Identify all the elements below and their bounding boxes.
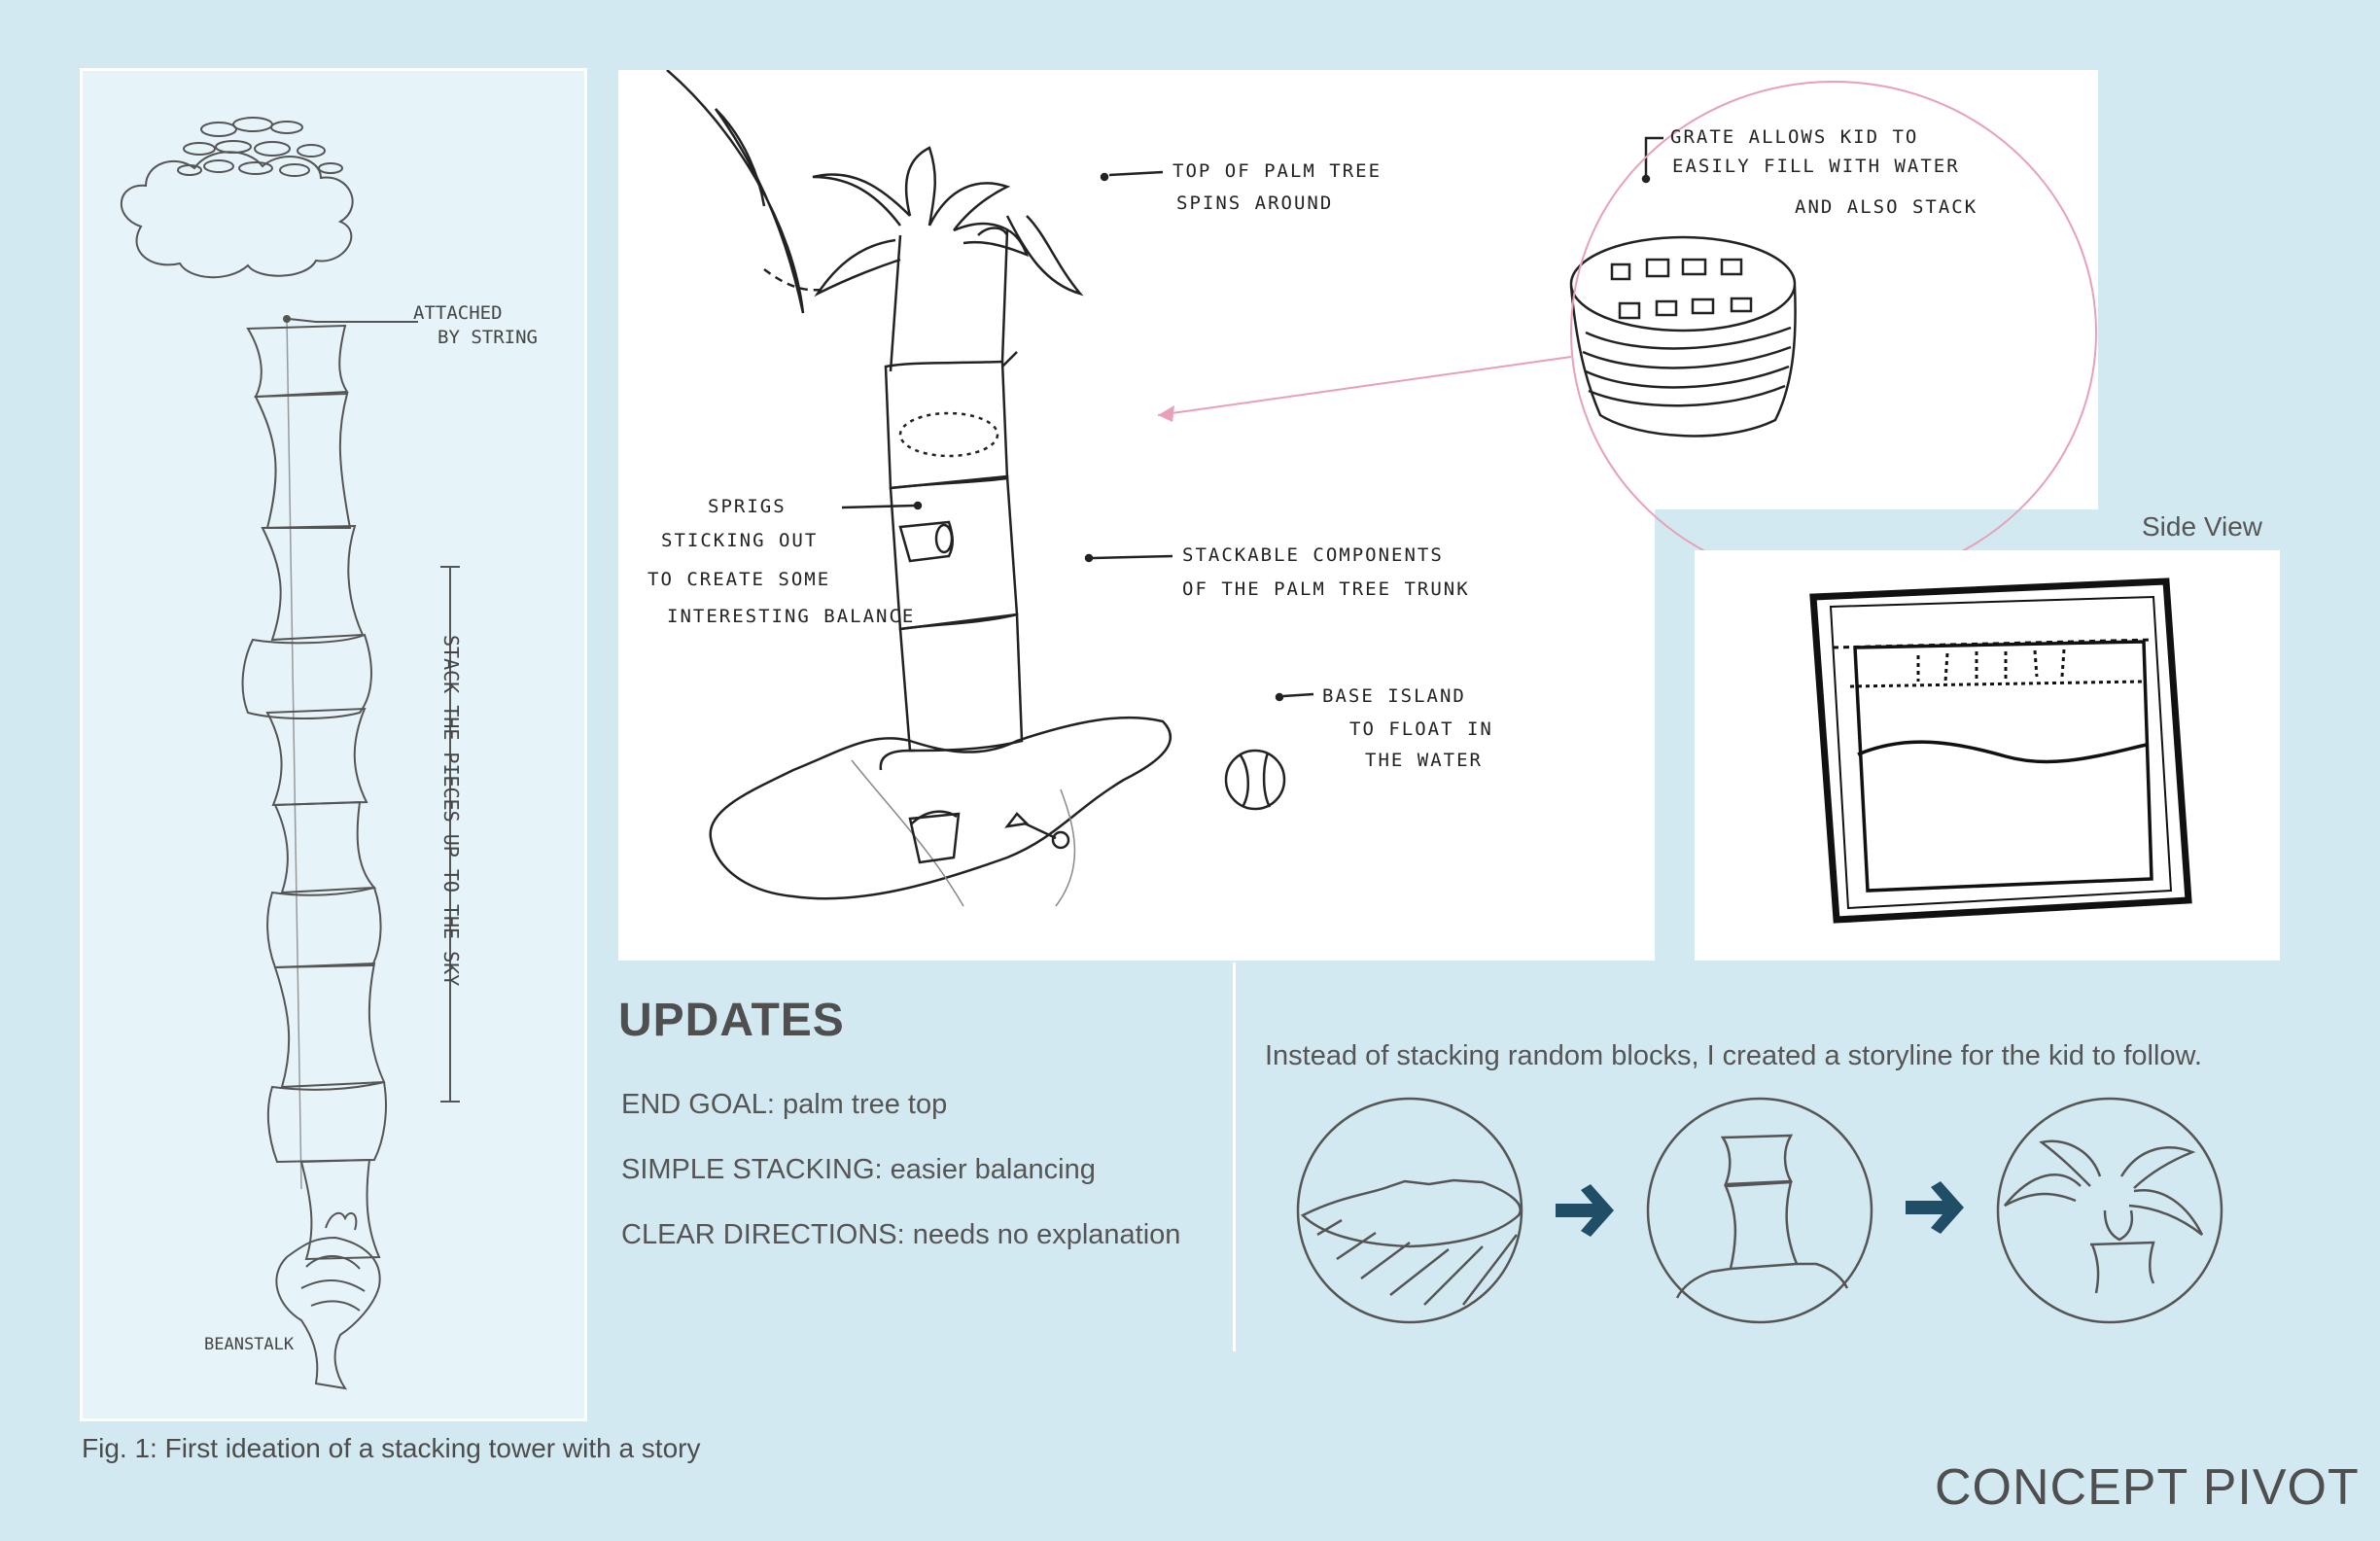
palm-tree-sketch: TOP OF PALM TREE SPINS AROUND SPRIGS STI… — [648, 70, 2097, 907]
left-sketch-panel: ATTACHED BY STRING STACK THE PIECES UP T… — [80, 68, 587, 1421]
sprigs-label-1: SPRIGS — [708, 496, 787, 517]
top-label-2: SPINS AROUND — [1176, 193, 1333, 214]
update-item-end-goal: END GOAL: palm tree top — [621, 1089, 948, 1120]
base-label-3: THE WATER — [1365, 750, 1483, 771]
arrow-right-icon — [1556, 1184, 1614, 1237]
grate-detail-panel — [1653, 70, 2098, 509]
sprigs-label-3: TO CREATE SOME — [648, 569, 830, 590]
stackable-label-2: OF THE PALM TREE TRUNK — [1182, 578, 1470, 600]
stackable-label-1: STACKABLE COMPONENTS — [1182, 544, 1444, 566]
attached-label: ATTACHED — [413, 302, 503, 324]
sprigs-label-2: STICKING OUT — [661, 530, 818, 551]
grate-label-1: GRATE ALLOWS KID TO — [1670, 126, 1918, 148]
update-item-clear-directions: CLEAR DIRECTIONS: needs no explanation — [621, 1219, 1181, 1250]
top-label-1: TOP OF PALM TREE — [1172, 160, 1382, 182]
by-string-label: BY STRING — [438, 327, 538, 348]
grate-label-3: AND ALSO STACK — [1795, 196, 1978, 218]
arrow-right-icon — [1906, 1181, 1964, 1234]
figure-caption: Fig. 1: First ideation of a stacking tow… — [82, 1433, 701, 1463]
vertical-divider — [1233, 963, 1236, 1351]
side-view-label: Side View — [2142, 511, 2263, 542]
grate-label-2: EASILY FILL WITH WATER — [1672, 156, 1960, 177]
storyline-steps — [1296, 1097, 2223, 1324]
base-label-2: TO FLOAT IN — [1349, 718, 1493, 740]
step-trunk-circle — [1646, 1097, 1873, 1324]
footer-title: CONCEPT PIVOT — [1935, 1459, 2360, 1516]
stack-direction-label: STACK THE PIECES UP TO THE SKY — [439, 635, 463, 986]
updates-title: UPDATES — [618, 995, 845, 1046]
step-palm-top-circle — [1996, 1097, 2223, 1324]
base-label-1: BASE ISLAND — [1322, 685, 1466, 707]
side-view-panel — [1695, 550, 2280, 961]
update-item-simple-stacking: SIMPLE STACKING: easier balancing — [621, 1154, 1096, 1185]
storyline-text: Instead of stacking random blocks, I cre… — [1265, 1040, 2202, 1071]
beanstalk-sketch: ATTACHED BY STRING STACK THE PIECES UP T… — [121, 117, 538, 1390]
step-island-circle — [1296, 1097, 1523, 1324]
sprigs-label-4: INTERESTING BALANCE — [667, 606, 915, 627]
side-view-sketch — [1809, 578, 2192, 924]
beanstalk-label: BEANSTALK — [204, 1335, 295, 1354]
palm-tree-sketch-panel — [618, 70, 1655, 961]
